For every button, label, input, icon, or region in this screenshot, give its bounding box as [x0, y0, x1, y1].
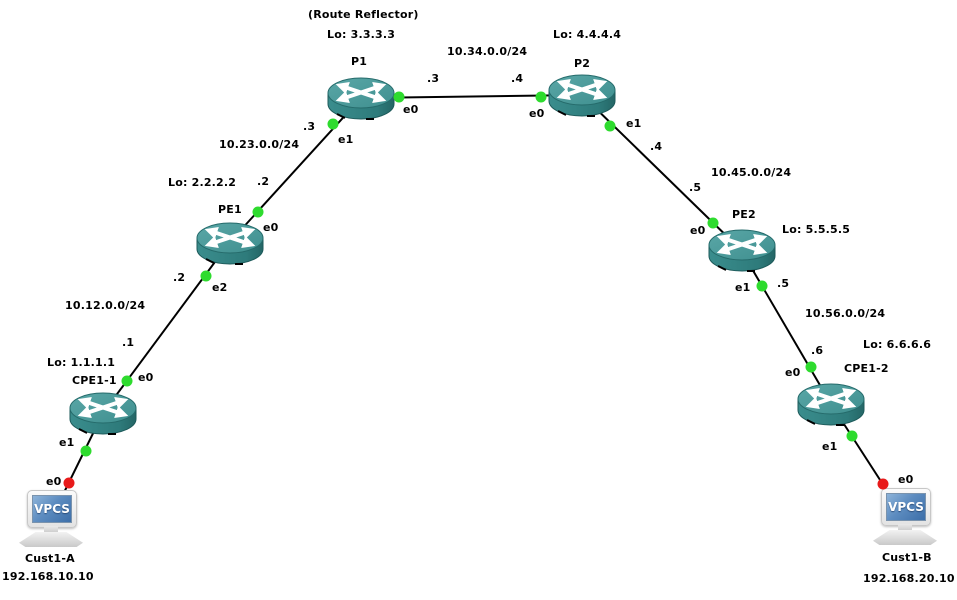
- loopback-label-pe1[interactable]: Lo: 2.2.2.2: [168, 176, 237, 189]
- vpcs-icon-cust1-a[interactable]: VPCS: [18, 490, 84, 548]
- port-status-dot-pe1-e0: [252, 206, 264, 218]
- router-icon-pe2[interactable]: [706, 225, 778, 275]
- loopback-label-cpe1-2[interactable]: Lo: 6.6.6.6: [863, 338, 932, 351]
- iface-label-cust1a-e0[interactable]: e0: [46, 475, 62, 488]
- device-name-p1[interactable]: P1: [351, 55, 368, 68]
- device-name-cpe1-1[interactable]: CPE1-1: [72, 374, 117, 387]
- addr-label-pe1-e2[interactable]: .2: [173, 271, 186, 284]
- host-name-cust1-b[interactable]: Cust1-B: [882, 551, 932, 564]
- port-status-dot-cust1a-e0: [63, 477, 75, 489]
- iface-label-cpe12-e0[interactable]: e0: [785, 366, 801, 379]
- network-label-10-56[interactable]: 10.56.0.0/24: [805, 307, 886, 320]
- addr-label-cpe11-e0[interactable]: .1: [122, 336, 135, 349]
- router-icon-cpe1-2[interactable]: [795, 379, 867, 429]
- addr-label-p1-e1[interactable]: .3: [303, 120, 316, 133]
- vpcs-monitor: VPCS: [27, 490, 77, 528]
- port-status-dot-p2-e0: [535, 91, 547, 103]
- addr-label-p2-e0[interactable]: .4: [511, 72, 524, 85]
- port-status-dot-cpe12-e1: [846, 430, 858, 442]
- vpcs-screen: VPCS: [32, 495, 72, 523]
- host-ip-cust1-a[interactable]: 192.168.10.10: [2, 570, 94, 583]
- port-status-dot-cpe11-e0: [121, 375, 133, 387]
- loopback-label-p2[interactable]: Lo: 4.4.4.4: [553, 28, 622, 41]
- network-label-10-45[interactable]: 10.45.0.0/24: [711, 166, 792, 179]
- vpcs-monitor: VPCS: [881, 488, 931, 526]
- vpcs-icon-cust1-b[interactable]: VPCS: [872, 488, 938, 546]
- vpcs-base: [873, 530, 937, 545]
- network-label-10-23[interactable]: 10.23.0.0/24: [219, 138, 300, 151]
- iface-label-cpe11-e1[interactable]: e1: [59, 436, 75, 449]
- router-icon-p2[interactable]: [546, 70, 618, 120]
- port-status-dot-pe1-e2: [200, 270, 212, 282]
- addr-label-cpe12-e0[interactable]: .6: [811, 344, 824, 357]
- port-status-dot-cpe12-e0: [805, 361, 817, 373]
- port-status-dot-cpe11-e1: [80, 445, 92, 457]
- iface-label-pe2-e0[interactable]: e0: [690, 224, 706, 237]
- iface-label-p1-e1[interactable]: e1: [338, 133, 354, 146]
- device-name-p2[interactable]: P2: [574, 57, 591, 70]
- vpcs-screen: VPCS: [886, 493, 926, 521]
- annotation-route-reflector[interactable]: (Route Reflector): [308, 8, 419, 21]
- device-name-cpe1-2[interactable]: CPE1-2: [844, 362, 889, 375]
- iface-label-p2-e0[interactable]: e0: [529, 107, 545, 120]
- iface-label-pe1-e2[interactable]: e2: [212, 281, 228, 294]
- iface-label-pe2-e1[interactable]: e1: [735, 281, 751, 294]
- device-name-pe2[interactable]: PE2: [732, 208, 756, 221]
- iface-label-p2-e1[interactable]: e1: [626, 117, 642, 130]
- vpcs-screen-label: VPCS: [34, 502, 70, 516]
- router-icon-cpe1-1[interactable]: [67, 388, 139, 438]
- vpcs-stand: [898, 524, 912, 530]
- iface-label-pe1-e0[interactable]: e0: [263, 221, 279, 234]
- addr-label-pe2-e0[interactable]: .5: [689, 181, 702, 194]
- host-ip-cust1-b[interactable]: 192.168.20.10: [863, 572, 955, 585]
- vpcs-stand: [44, 526, 58, 532]
- device-name-pe1[interactable]: PE1: [218, 203, 242, 216]
- iface-label-cpe12-e1[interactable]: e1: [822, 440, 838, 453]
- addr-label-p2-e1[interactable]: .4: [650, 140, 663, 153]
- router-icon-p1[interactable]: [325, 73, 397, 123]
- vpcs-screen-label: VPCS: [888, 500, 924, 514]
- iface-label-cpe11-e0[interactable]: e0: [138, 371, 154, 384]
- addr-label-pe1-e0[interactable]: .2: [257, 175, 270, 188]
- loopback-label-pe2[interactable]: Lo: 5.5.5.5: [782, 223, 851, 236]
- router-icon-pe1[interactable]: [194, 218, 266, 268]
- network-label-10-34[interactable]: 10.34.0.0/24: [447, 45, 528, 58]
- iface-label-cust1b-e0[interactable]: e0: [898, 473, 914, 486]
- iface-label-p1-e0[interactable]: e0: [403, 103, 419, 116]
- addr-label-p1-e0[interactable]: .3: [427, 72, 440, 85]
- vpcs-base: [19, 532, 83, 547]
- addr-label-pe2-e1[interactable]: .5: [777, 277, 790, 290]
- port-status-dot-p2-e1: [604, 120, 616, 132]
- loopback-label-p1[interactable]: Lo: 3.3.3.3: [327, 28, 396, 41]
- host-name-cust1-a[interactable]: Cust1-A: [25, 552, 75, 565]
- network-label-10-12[interactable]: 10.12.0.0/24: [65, 299, 146, 312]
- loopback-label-cpe1-1[interactable]: Lo: 1.1.1.1: [47, 356, 116, 369]
- port-status-dot-pe2-e1: [756, 280, 768, 292]
